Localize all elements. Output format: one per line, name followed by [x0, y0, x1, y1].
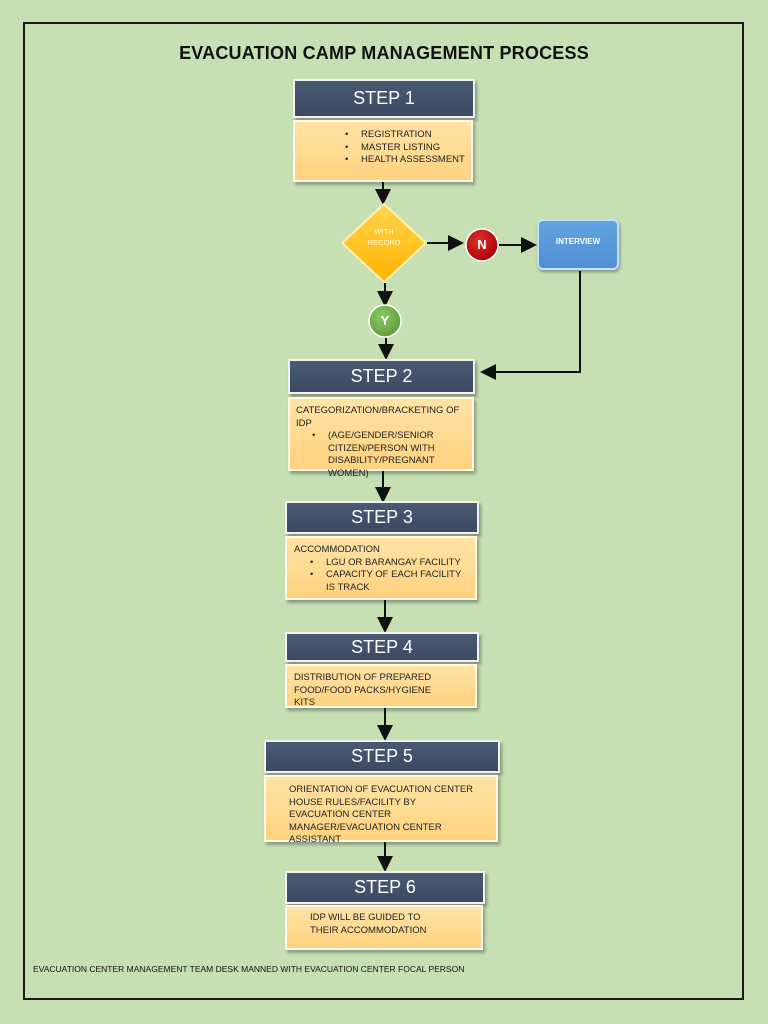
no-circle: [465, 228, 499, 262]
interview-label: INTERVIEW: [555, 237, 601, 246]
step5-body: ORIENTATION OF EVACUATION CENTER HOUSE R…: [264, 775, 498, 845]
step4-body: DISTRIBUTION OF PREPARED FOOD/FOOD PACKS…: [285, 664, 477, 708]
step1-body: REGISTRATION MASTER LISTING HEALTH ASSES…: [293, 120, 473, 182]
yes-label: Y: [380, 313, 390, 328]
step6-body: IDP WILL BE GUIDED TO THEIR ACCOMMODATIO…: [285, 905, 483, 950]
decision-diamond: [340, 202, 428, 284]
list-item: LGU OR BARANGAY FACILITY: [310, 557, 471, 570]
interview-box: INTERVIEW: [537, 219, 619, 270]
step4-title: STEP 4: [351, 636, 413, 657]
step2-title: STEP 2: [350, 366, 413, 386]
step1-list: REGISTRATION MASTER LISTING HEALTH ASSES…: [345, 129, 465, 167]
no-label: N: [477, 237, 487, 252]
step2-body: CATEGORIZATION/BRACKETING OF IDP (AGE/GE…: [288, 397, 474, 479]
page-frame: [23, 22, 744, 1000]
step2-list: (AGE/GENDER/SENIOR CITIZEN/PERSON WITH D…: [296, 430, 438, 480]
step5-title: STEP 5: [351, 746, 413, 766]
list-item: CAPACITY OF EACH FACILITY IS TRACK: [310, 569, 471, 594]
decision-label-line2: RECORD: [367, 238, 401, 247]
footer-note: EVACUATION CENTER MANAGEMENT TEAM DESK M…: [33, 964, 465, 974]
step5-header: STEP 5: [264, 740, 500, 773]
step3-lead: ACCOMMODATION: [294, 544, 380, 555]
step6-lead: IDP WILL BE GUIDED TO THEIR ACCOMMODATIO…: [310, 912, 427, 936]
step4-header: STEP 4: [285, 632, 479, 662]
step4-lead: DISTRIBUTION OF PREPARED FOOD/FOOD PACKS…: [294, 672, 432, 708]
step6-title: STEP 6: [354, 877, 416, 897]
decision-label-line1: WITH: [374, 227, 394, 236]
list-item: (AGE/GENDER/SENIOR CITIZEN/PERSON WITH D…: [312, 430, 438, 480]
step3-list: LGU OR BARANGAY FACILITY CAPACITY OF EAC…: [294, 557, 471, 595]
step2-header: STEP 2: [288, 359, 475, 394]
list-item: HEALTH ASSESSMENT: [345, 154, 465, 167]
step3-header: STEP 3: [285, 501, 479, 534]
step6-header: STEP 6: [285, 871, 485, 904]
step1-title: STEP 1: [353, 88, 415, 108]
step2-lead: CATEGORIZATION/BRACKETING OF IDP: [296, 405, 460, 429]
list-item: REGISTRATION: [345, 129, 465, 142]
diagram-title: EVACUATION CAMP MANAGEMENT PROCESS: [179, 43, 589, 63]
decision-label: WITH RECORD: [345, 226, 423, 248]
step1-header: STEP 1: [293, 79, 475, 118]
list-item: MASTER LISTING: [345, 142, 465, 155]
step3-body: ACCOMMODATION LGU OR BARANGAY FACILITY C…: [285, 536, 477, 600]
arrow-interview-to-step2: [480, 271, 581, 380]
yes-circle: [368, 304, 402, 338]
step3-title: STEP 3: [351, 507, 413, 527]
step5-lead: ORIENTATION OF EVACUATION CENTER HOUSE R…: [289, 784, 474, 845]
